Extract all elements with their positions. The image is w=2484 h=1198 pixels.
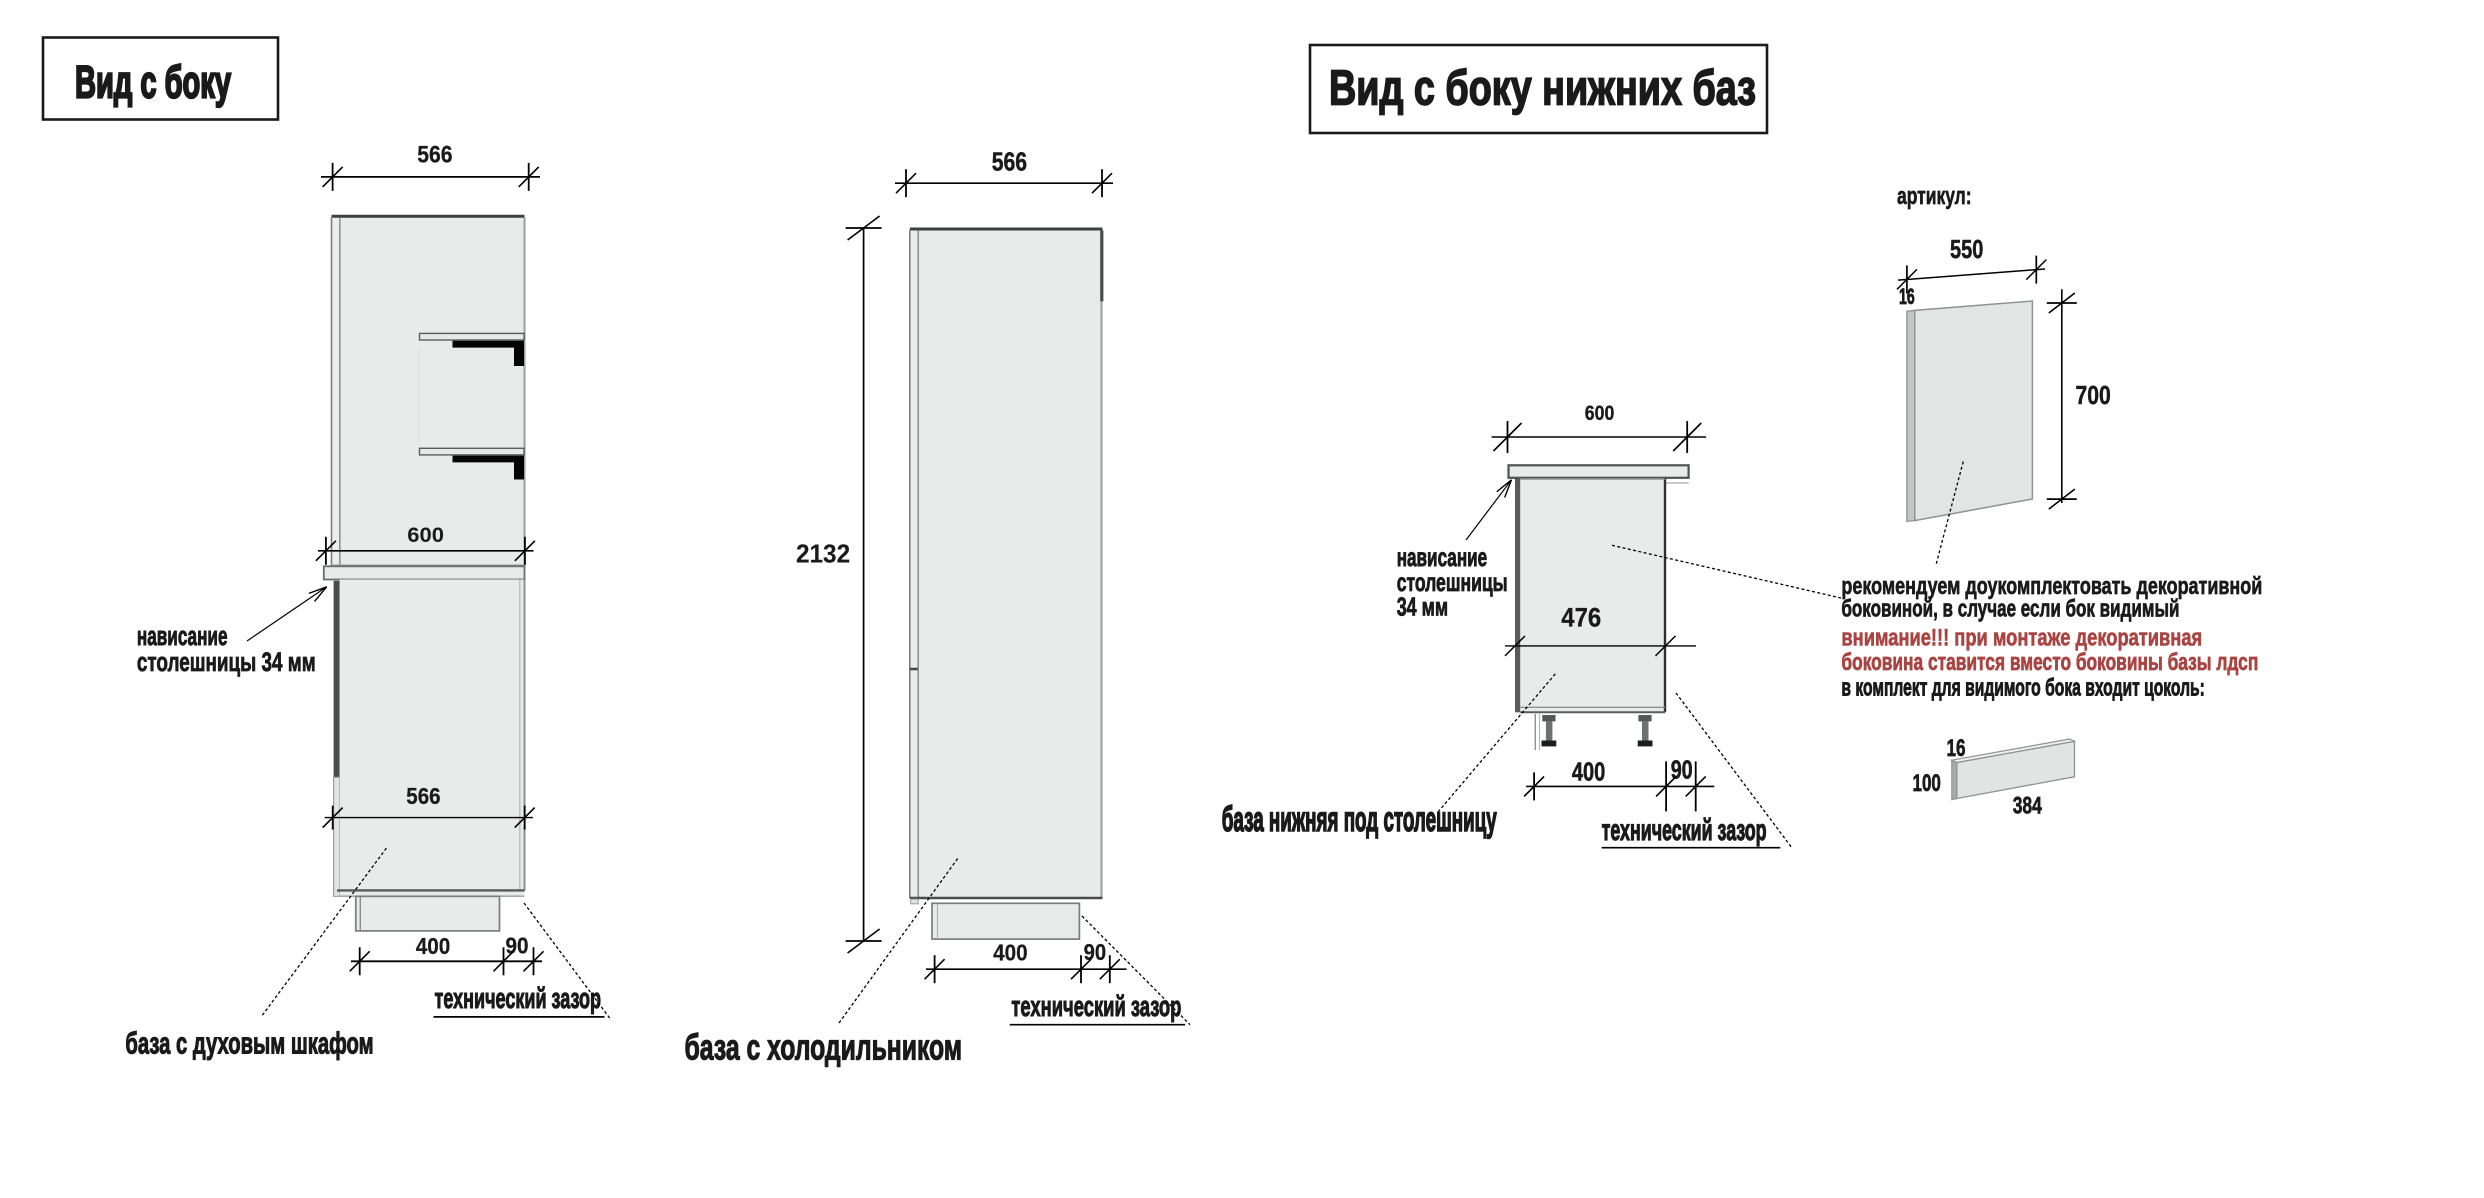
svg-text:400: 400 <box>416 933 451 959</box>
svg-text:566: 566 <box>992 146 1027 176</box>
svg-text:16: 16 <box>1947 735 1966 762</box>
svg-text:технический зазор: технический зазор <box>1602 814 1767 847</box>
svg-text:база с духовым шкафом: база с духовым шкафом <box>125 1026 373 1061</box>
svg-text:артикул:: артикул: <box>1897 183 1972 210</box>
svg-text:476: 476 <box>1561 603 1601 633</box>
svg-text:рекомендуем доукомплектовать д: рекомендуем доукомплектовать декоративно… <box>1841 573 2262 600</box>
svg-text:90: 90 <box>1084 939 1107 965</box>
svg-text:566: 566 <box>417 142 452 169</box>
svg-text:база нижняя под столешницу: база нижняя под столешницу <box>1222 800 1497 839</box>
svg-text:нависание: нависание <box>137 621 228 651</box>
svg-text:технический зазор: технический зазор <box>1011 991 1181 1023</box>
svg-text:600: 600 <box>407 523 444 547</box>
svg-text:400: 400 <box>1572 759 1605 787</box>
svg-text:700: 700 <box>2076 380 2111 410</box>
svg-text:34 мм: 34 мм <box>1397 592 1448 622</box>
svg-text:нависание: нависание <box>1397 542 1488 572</box>
svg-text:боковиной, в случае если бок в: боковиной, в случае если бок видимый <box>1841 596 2179 623</box>
svg-text:боковина ставится вместо боков: боковина ставится вместо боковины базы л… <box>1841 649 2258 676</box>
svg-text:600: 600 <box>1585 402 1615 425</box>
svg-text:90: 90 <box>506 933 529 959</box>
svg-text:Вид с боку нижних баз: Вид с боку нижних баз <box>1329 62 1756 116</box>
svg-text:столешницы: столешницы <box>1397 567 1508 597</box>
svg-text:технический зазор: технический зазор <box>435 983 602 1015</box>
svg-text:2132: 2132 <box>796 541 850 569</box>
svg-text:100: 100 <box>1913 770 1941 797</box>
svg-text:16: 16 <box>1899 284 1915 309</box>
svg-text:столешницы 34 мм: столешницы 34 мм <box>137 647 316 677</box>
svg-text:внимание!!! при монтаже декора: внимание!!! при монтаже декоративная <box>1841 624 2202 651</box>
svg-text:384: 384 <box>2013 793 2043 820</box>
svg-text:90: 90 <box>1671 757 1693 785</box>
svg-text:в комплект для видимого бока в: в комплект для видимого бока входит цоко… <box>1841 675 2204 702</box>
svg-text:566: 566 <box>406 783 440 809</box>
svg-text:400: 400 <box>993 939 1028 965</box>
svg-text:550: 550 <box>1950 236 1983 264</box>
svg-text:база с холодильником: база с холодильником <box>685 1026 963 1067</box>
svg-text:Вид с боку: Вид с боку <box>75 57 231 108</box>
